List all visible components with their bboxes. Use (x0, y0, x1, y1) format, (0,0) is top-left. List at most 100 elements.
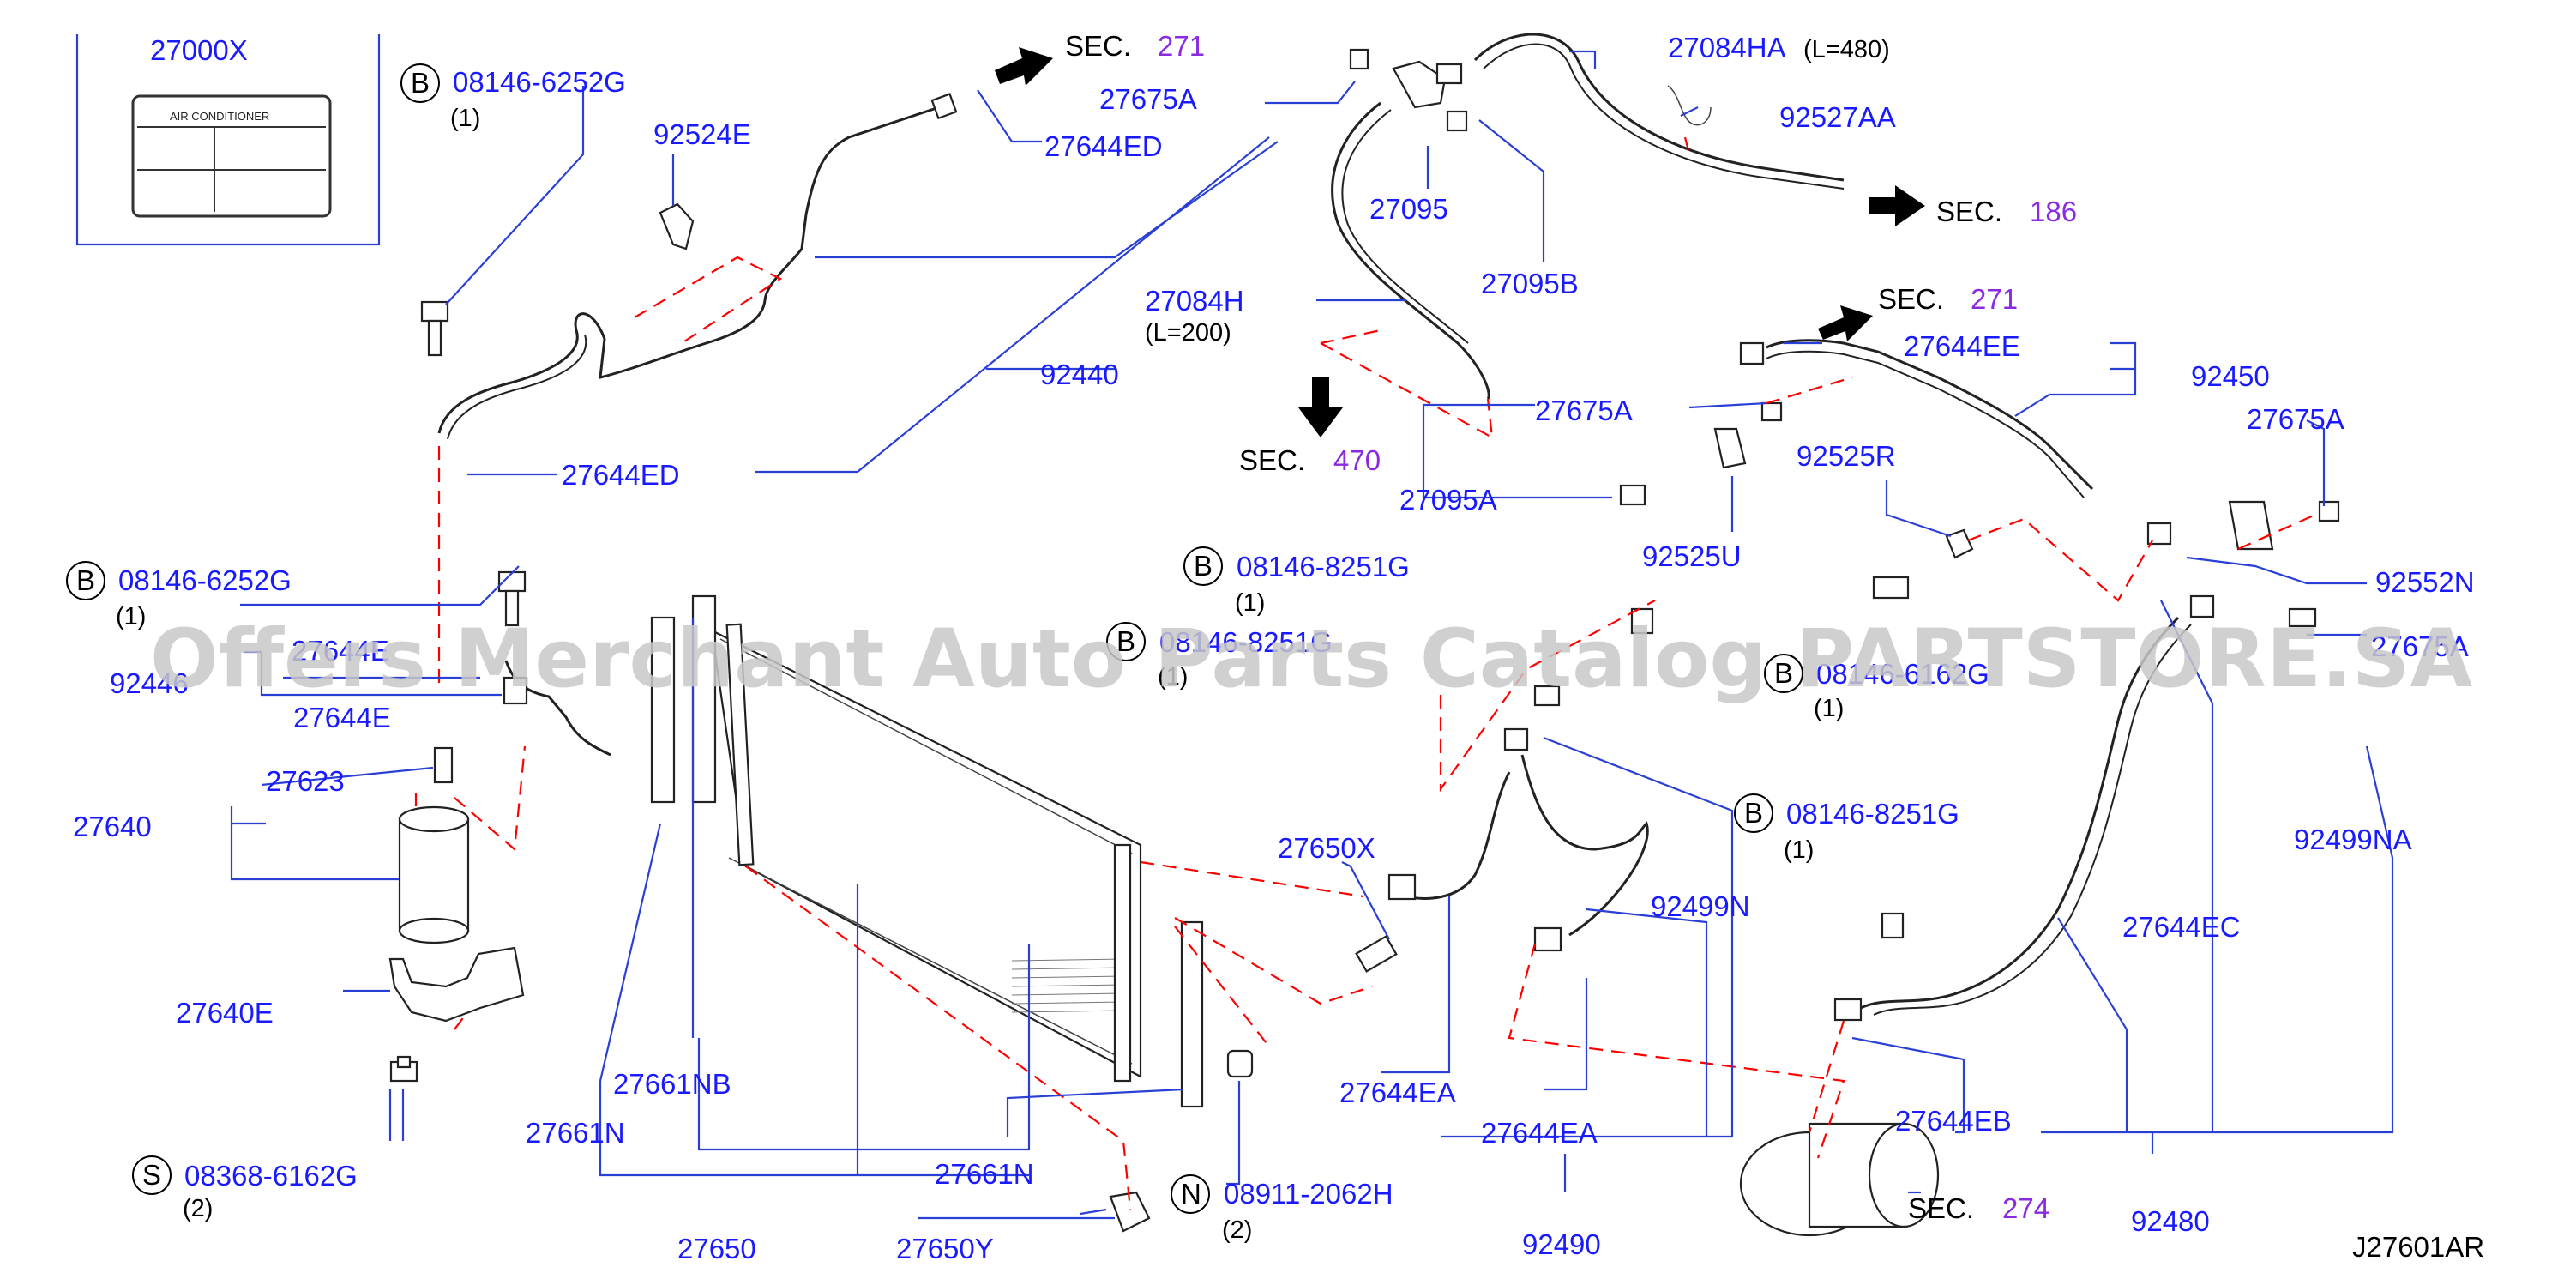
bolt-ref-8[interactable]: N 08911-2062H (2) (1171, 1174, 1393, 1244)
seal-27661nb (691, 594, 717, 804)
sec-ref-2[interactable]: SEC. 186 (1936, 196, 2077, 227)
callout-27661n-right[interactable]: 27661N (935, 1158, 1034, 1190)
callout-27675a-right[interactable]: 27675A (2247, 403, 2344, 435)
length-note-200: (L=200) (1145, 319, 1231, 347)
bolt-icon-4 (1446, 110, 1468, 132)
bolt-icon-3 (1349, 48, 1369, 70)
svg-text:(1): (1) (1814, 695, 1844, 722)
sec-ref-1[interactable]: SEC. 271 (1065, 30, 1205, 62)
callout-27640[interactable]: 27640 (73, 811, 152, 842)
bolt-icon-10 (1630, 607, 1654, 635)
callout-27644ed[interactable]: 27644ED (562, 459, 680, 491)
screw-icon (389, 1055, 418, 1083)
assembly-lines (414, 136, 2316, 1210)
callout-92525u[interactable]: 92525U (1642, 540, 1742, 572)
bracket-27650y-icon (1109, 1191, 1151, 1233)
callout-27640e[interactable]: 27640E (176, 997, 274, 1029)
callout-27644ea-2[interactable]: 27644EA (1481, 1117, 1598, 1149)
callout-27095[interactable]: 27095 (1369, 193, 1448, 225)
callout-27661nb[interactable]: 27661NB (613, 1068, 731, 1100)
arrow-icon-2 (1869, 185, 1925, 226)
leader-lines (230, 50, 2394, 1220)
svg-text:08146-6252G: 08146-6252G (453, 66, 626, 98)
bolt-icon-8 (2288, 607, 2317, 628)
drawing-pipes (388, 33, 2340, 1237)
bolt-ref-3[interactable]: B 08146-8251G (1) (1183, 546, 1410, 617)
svg-text:SEC.: SEC. (1936, 196, 2002, 227)
svg-text:186: 186 (2030, 196, 2077, 227)
callout-27644ee[interactable]: 27644EE (1904, 330, 2020, 362)
bolt-ref-2[interactable]: B 08146-6252G (1) (66, 561, 292, 630)
label-part-no[interactable]: 27000X (150, 34, 248, 66)
svg-text:(1): (1) (116, 603, 146, 630)
bolt-ref-1[interactable]: B 08146-6252G (1) (400, 63, 626, 132)
sec-ref-5[interactable]: SEC. 274 (1908, 1192, 2049, 1224)
callout-92450[interactable]: 92450 (2191, 360, 2270, 392)
callout-27623[interactable]: 27623 (266, 765, 345, 797)
svg-text:B: B (1774, 657, 1793, 689)
svg-text:274: 274 (2002, 1192, 2049, 1224)
bolt-refs: B 08146-6252G (1) B 08146-6252G (1) B 08… (66, 63, 1989, 1244)
bolt-ref-4[interactable]: B 08146-8251G (1) (1106, 622, 1333, 691)
callout-27661n-left[interactable]: 27661N (526, 1117, 625, 1149)
valve-27095-icon (1392, 60, 1447, 109)
bolt-ref-7[interactable]: S 08368-6162G (2) (132, 1155, 358, 1222)
arrow-icon-1 (995, 47, 1053, 86)
callout-92524e[interactable]: 92524E (653, 118, 751, 150)
svg-text:08146-8251G: 08146-8251G (1159, 626, 1333, 658)
bolt-ref-5[interactable]: B 08146-6162G (1) (1764, 654, 1989, 722)
svg-text:08146-8251G: 08146-8251G (1237, 551, 1410, 582)
svg-text:B: B (1744, 797, 1763, 829)
callout-92527aa[interactable]: 92527AA (1779, 101, 1896, 133)
callout-27084ha[interactable]: 27084HA (1668, 32, 1786, 63)
callout-92552n[interactable]: 92552N (2375, 566, 2475, 598)
callout-27644eb[interactable]: 27644EB (1895, 1105, 2012, 1137)
callout-27644ea-1[interactable]: 27644EA (1339, 1077, 1456, 1108)
callout-27675a-mid[interactable]: 27675A (1535, 395, 1633, 426)
bolt-icon-11 (1881, 912, 1905, 939)
callout-92499na[interactable]: 92499NA (2294, 824, 2412, 855)
callout-27650[interactable]: 27650 (677, 1233, 756, 1264)
svg-text:SEC.: SEC. (1065, 30, 1131, 62)
clip-92525r-icon (1945, 528, 1974, 559)
svg-text:08911-2062H: 08911-2062H (1224, 1178, 1393, 1210)
callout-92440[interactable]: 92440 (1040, 359, 1119, 390)
callout-92499n[interactable]: 92499N (1651, 890, 1750, 922)
callout-27675a-lower[interactable]: 27675A (2371, 630, 2469, 662)
callout-27644ec[interactable]: 27644EC (2122, 911, 2241, 943)
callout-27675a-top[interactable]: 27675A (1099, 83, 1197, 115)
callout-27084h[interactable]: 27084H (1145, 285, 1244, 317)
svg-text:271: 271 (1971, 283, 2018, 315)
callout-27644ed-top[interactable]: 27644ED (1044, 130, 1163, 162)
callout-92490[interactable]: 92490 (1522, 1228, 1601, 1260)
callout-92446[interactable]: 92446 (110, 667, 189, 699)
callout-27650x[interactable]: 27650X (1278, 832, 1375, 864)
svg-text:08146-6162G: 08146-6162G (1816, 658, 1989, 690)
bolt-ref-6[interactable]: B 08146-8251G (1) (1734, 793, 1959, 864)
svg-text:08368-6162G: 08368-6162G (184, 1160, 358, 1192)
callout-27644e-1[interactable]: 27644E (292, 635, 389, 667)
watermark-text: Offers Merchant Auto Parts Catalog PARTS… (150, 612, 2472, 706)
callout-27644e-2[interactable]: 27644E (293, 702, 391, 733)
callout-27095a[interactable]: 27095A (1399, 484, 1497, 516)
bolt-icon-1 (420, 300, 449, 357)
callout-92480[interactable]: 92480 (2131, 1205, 2210, 1237)
section-refs: SEC. 271 SEC. 186 SEC. 470 SEC. 271 SEC.… (1065, 30, 2077, 1224)
svg-text:B: B (1194, 550, 1213, 582)
switch-27623-icon (433, 746, 454, 784)
callout-27650y[interactable]: 27650Y (896, 1233, 994, 1264)
svg-text:SEC.: SEC. (1239, 444, 1305, 476)
svg-text:B: B (76, 564, 95, 596)
callout-92525r[interactable]: 92525R (1797, 440, 1896, 472)
pressure-sensor-icon (1355, 935, 1398, 973)
svg-text:B: B (411, 67, 430, 99)
callout-27095b[interactable]: 27095B (1481, 268, 1579, 299)
sec-ref-4[interactable]: SEC. 271 (1878, 283, 2018, 315)
sec-ref-3[interactable]: SEC. 470 (1239, 444, 1381, 476)
svg-text:(1): (1) (1784, 836, 1814, 864)
svg-text:(1): (1) (450, 105, 480, 132)
seal-27661n-right (1180, 920, 1204, 1108)
svg-text:S: S (142, 1159, 161, 1191)
compressor-icon (1739, 1122, 1940, 1237)
svg-text:08146-6252G: 08146-6252G (118, 564, 292, 596)
